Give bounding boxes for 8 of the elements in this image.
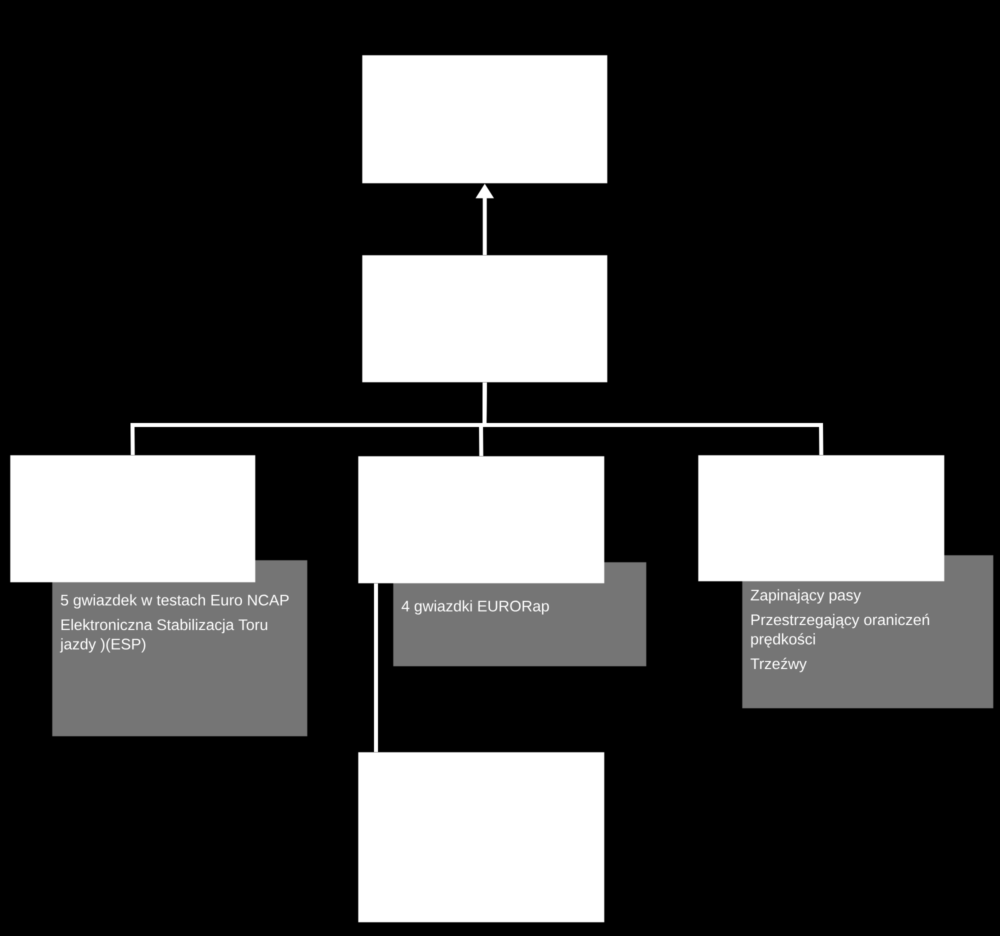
empty-box (362, 255, 608, 382)
empty-box (358, 752, 604, 922)
connector (374, 584, 378, 752)
empty-box (698, 455, 944, 582)
empty-box (10, 455, 256, 582)
connector (482, 382, 824, 456)
empty-box (358, 456, 604, 584)
empty-box (362, 55, 608, 184)
